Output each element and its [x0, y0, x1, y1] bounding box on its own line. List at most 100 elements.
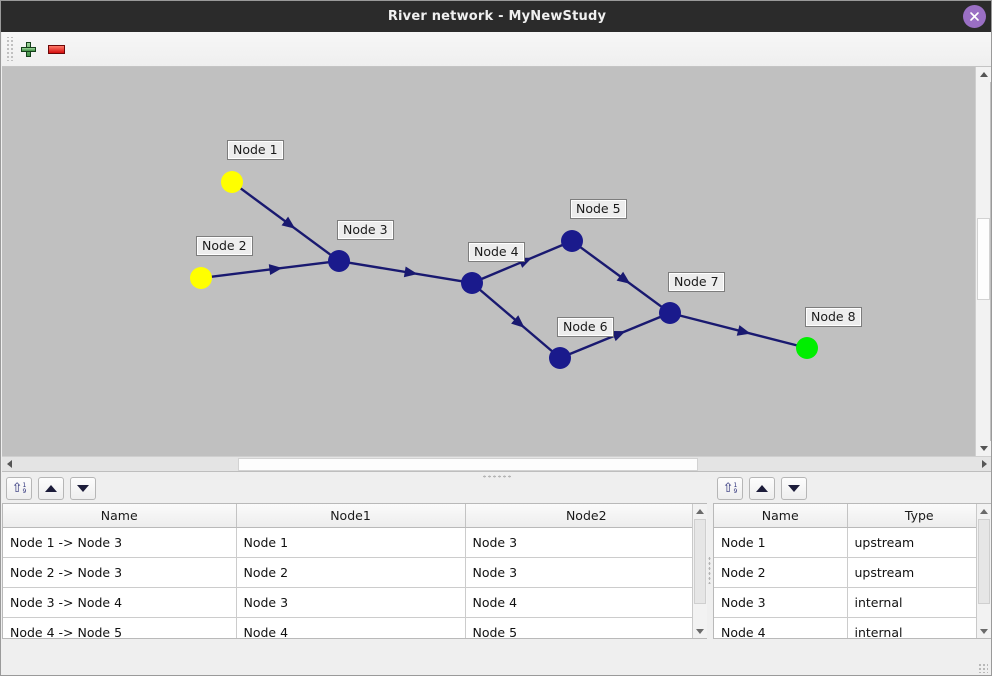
close-icon[interactable] — [963, 5, 986, 28]
main-toolbar — [2, 32, 991, 67]
graph-node-node7[interactable] — [659, 302, 681, 324]
window-titlebar: River network - MyNewStudy — [1, 1, 991, 32]
arrow-down-icon — [77, 485, 89, 492]
node-label-node4[interactable]: Node 4 — [468, 242, 525, 262]
toolbar-drag-handle[interactable] — [5, 37, 14, 61]
table-cell[interactable]: internal — [847, 587, 991, 618]
scroll-left-icon[interactable] — [2, 457, 17, 471]
scroll-up-icon[interactable] — [976, 67, 991, 82]
table-cell[interactable]: Node 3 — [465, 527, 707, 558]
nodes-move-down-button[interactable] — [781, 477, 807, 500]
table-cell[interactable]: Node 1 — [236, 527, 466, 558]
horizontal-splitter[interactable] — [2, 471, 991, 480]
table-cell[interactable]: Node 4 -> Node 5 — [3, 617, 237, 638]
canvas-hscroll-thumb[interactable] — [238, 458, 698, 471]
reaches-scroll-up-icon[interactable] — [693, 504, 707, 518]
reaches-move-down-button[interactable] — [70, 477, 96, 500]
node-label-node8[interactable]: Node 8 — [805, 307, 862, 327]
table-cell[interactable]: Node 2 — [714, 557, 848, 588]
graph-node-node2[interactable] — [190, 267, 212, 289]
table-cell[interactable]: Node 1 — [714, 527, 848, 558]
remove-node-button[interactable] — [42, 35, 70, 63]
edge-arrow-icon — [736, 325, 751, 336]
nodes-scroll-thumb[interactable] — [978, 519, 990, 604]
column-header-node1[interactable]: Node1 — [236, 504, 466, 528]
table-cell[interactable]: Node 2 — [236, 557, 466, 588]
network-canvas[interactable]: Node 1 Node 2 Node 3 Node 4 Node 5 Node 6 Node… — [2, 67, 991, 456]
table-cell[interactable]: Node 3 — [236, 587, 466, 618]
add-node-button[interactable] — [14, 35, 42, 63]
table-cell[interactable]: Node 4 — [714, 617, 848, 638]
table-cell[interactable]: internal — [847, 617, 991, 638]
column-header-node2[interactable]: Node2 — [465, 504, 707, 528]
node-label-node5[interactable]: Node 5 — [570, 199, 627, 219]
table-cell[interactable]: Node 2 -> Node 3 — [3, 557, 237, 588]
table-cell[interactable]: Node 3 -> Node 4 — [3, 587, 237, 618]
node-label-node6[interactable]: Node 6 — [557, 317, 614, 337]
plus-icon — [20, 41, 36, 57]
column-header-name[interactable]: Name — [3, 504, 237, 528]
arrow-up-icon — [756, 485, 768, 492]
node-label-node2[interactable]: Node 2 — [196, 236, 253, 256]
table-cell[interactable]: Node 4 — [236, 617, 466, 638]
nodes-table-scrollbar[interactable] — [976, 504, 991, 638]
table-cell[interactable]: Node 4 — [465, 587, 707, 618]
graph-node-node3[interactable] — [328, 250, 350, 272]
minus-icon — [47, 44, 65, 54]
nodes-move-up-button[interactable] — [749, 477, 775, 500]
status-bar — [2, 660, 990, 674]
reaches-table-scrollbar[interactable] — [692, 504, 707, 638]
reaches-scroll-thumb[interactable] — [694, 519, 706, 604]
edge-arrow-icon — [511, 315, 525, 328]
scroll-right-icon[interactable] — [977, 457, 991, 471]
canvas-vscroll-thumb[interactable] — [977, 218, 990, 300]
window-resize-grip[interactable] — [978, 663, 988, 673]
table-cell[interactable]: Node 1 -> Node 3 — [3, 527, 237, 558]
graph-node-node1[interactable] — [221, 171, 243, 193]
node-label-node1[interactable]: Node 1 — [227, 140, 284, 160]
nodes-scroll-up-icon[interactable] — [977, 504, 991, 518]
table-cell[interactable]: upstream — [847, 527, 991, 558]
table-cell[interactable]: Node 5 — [465, 617, 707, 638]
node-label-node3[interactable]: Node 3 — [337, 220, 394, 240]
table-cell[interactable]: upstream — [847, 557, 991, 588]
reaches-move-up-button[interactable] — [38, 477, 64, 500]
node-label-node7[interactable]: Node 7 — [668, 272, 725, 292]
graph-node-node5[interactable] — [561, 230, 583, 252]
graph-node-node4[interactable] — [461, 272, 483, 294]
splitter-grip — [482, 475, 512, 478]
column-header-type[interactable]: Type — [847, 504, 991, 528]
vertical-splitter[interactable] — [707, 479, 713, 661]
graph-node-node8[interactable] — [796, 337, 818, 359]
nodes-scroll-down-icon[interactable] — [977, 624, 991, 638]
reaches-scroll-down-icon[interactable] — [693, 624, 707, 638]
edge-arrow-icon — [403, 266, 418, 278]
canvas-horizontal-scrollbar[interactable] — [2, 456, 991, 471]
graph-node-node6[interactable] — [549, 347, 571, 369]
scroll-down-icon[interactable] — [976, 441, 991, 456]
table-cell[interactable]: Node 3 — [714, 587, 848, 618]
canvas-vertical-scrollbar[interactable] — [975, 67, 991, 456]
column-header-name[interactable]: Name — [714, 504, 848, 528]
table-cell[interactable]: Node 3 — [465, 557, 707, 588]
